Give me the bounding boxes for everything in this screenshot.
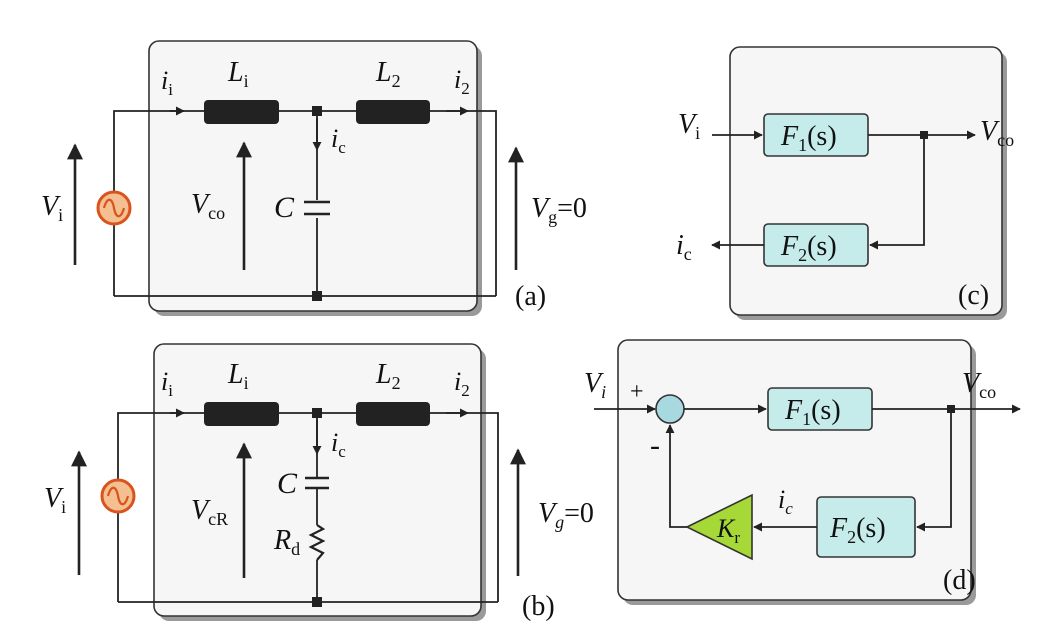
- label-b-VcR: VcR: [191, 495, 228, 529]
- panel-tag-c: (c): [958, 280, 989, 311]
- label-b-ii: ii: [161, 367, 173, 400]
- node-d: [947, 405, 955, 413]
- panel-tag-a: (a): [515, 281, 546, 312]
- panel-tag-b: (b): [522, 591, 555, 622]
- label-a-Vi: Vi: [41, 191, 63, 225]
- label-d-F1: F1(s): [784, 395, 841, 429]
- label-c-F2: F2(s): [780, 231, 837, 265]
- panel-c-box: [729, 46, 1003, 316]
- label-b-ic: ic: [331, 428, 346, 461]
- label-a-Vg: Vg=0: [531, 193, 587, 227]
- arrow-d-feedback: [916, 409, 952, 532]
- label-d-Vco: Vco: [962, 368, 996, 402]
- label-c-Vi: Vi: [678, 109, 700, 143]
- label-a-ic: ic: [331, 124, 346, 157]
- capacitor-icon: [304, 200, 330, 216]
- panel-d: F1(s) F2(s) Kr Vi + - ic Vco (d): [584, 339, 1021, 605]
- resistor-icon: [308, 524, 326, 561]
- label-d-Kr: Kr: [716, 514, 740, 547]
- label-d-plus: +: [630, 379, 644, 405]
- arrow-d-kr-sum: [665, 424, 687, 528]
- label-b-Vg: Vg=0: [538, 498, 594, 532]
- panel-d-box: [617, 339, 972, 601]
- label-a-i2: i2: [454, 65, 470, 98]
- ac-voltage-source-icon: [100, 478, 136, 514]
- label-b-L1: Li: [227, 359, 249, 393]
- label-c-Vco: Vco: [980, 116, 1014, 150]
- label-a-L2: L2: [375, 57, 401, 91]
- label-a-L1: Li: [227, 57, 249, 91]
- label-b-Vi: Vi: [44, 483, 66, 517]
- label-c-ic: ic: [676, 230, 692, 264]
- inductor-icon: [356, 100, 430, 124]
- panel-a-box: [148, 40, 478, 312]
- label-b-Rd: Rd: [273, 525, 300, 559]
- inductor-icon: [204, 100, 279, 124]
- panel-b: ii Li L2 i2 ic C Rd Vi VcR Vg=0 (b): [44, 343, 594, 622]
- panel-tag-d: (d): [943, 565, 976, 596]
- label-d-F2: F2(s): [829, 513, 886, 547]
- inductor-icon: [356, 402, 430, 426]
- summing-junction-icon: [655, 394, 685, 424]
- node-b-top: [312, 408, 322, 418]
- label-a-Vco: Vco: [191, 189, 225, 223]
- node-c: [920, 131, 928, 139]
- label-b-i2: i2: [454, 367, 470, 400]
- label-d-Vi: Vi: [584, 368, 606, 402]
- ac-voltage-source-icon: [96, 190, 132, 226]
- gain-triangle-icon: [685, 493, 753, 561]
- panel-c: F1(s) F2(s) Vi Vco ic (c): [676, 46, 1014, 320]
- label-c-F1: F1(s): [780, 121, 837, 155]
- arrow-c-feedback: [869, 135, 925, 250]
- label-a-C: C: [274, 191, 295, 224]
- label-b-L2: L2: [375, 359, 401, 393]
- panel-a: ii Li L2 i2 ic C Vi Vco Vg=0 (a): [41, 40, 587, 316]
- capacitor-icon: [305, 476, 329, 490]
- label-d-ic: ic: [778, 485, 793, 518]
- node-a-top: [312, 106, 322, 116]
- label-b-C: C: [277, 467, 298, 500]
- label-a-ii: ii: [161, 66, 173, 99]
- label-d-minus: -: [650, 429, 660, 462]
- node-b-bottom: [312, 597, 322, 607]
- node-a-bottom: [312, 291, 322, 301]
- inductor-icon: [204, 402, 279, 426]
